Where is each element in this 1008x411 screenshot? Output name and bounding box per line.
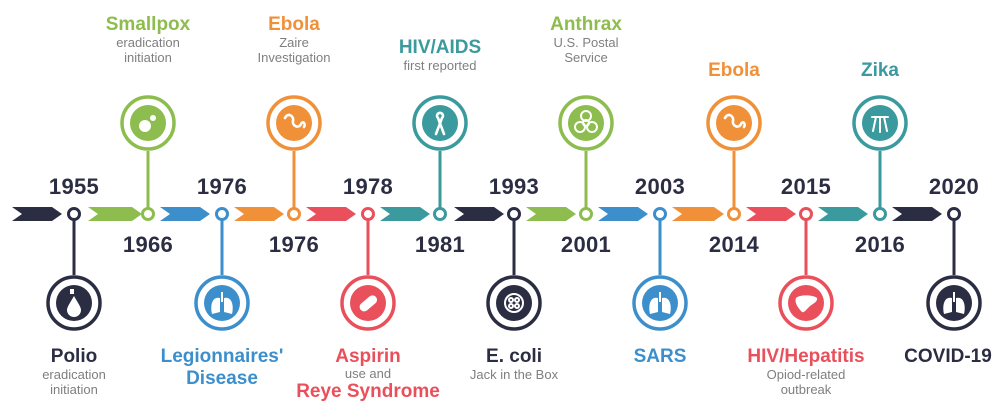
pin-polio [46, 207, 102, 331]
event-label-ebola-2014: Ebola [708, 60, 760, 81]
event-detail-smallpox-2: initiation [124, 50, 172, 65]
pill-icon [359, 295, 378, 312]
year-label-1993: 1993 [488, 174, 540, 199]
timeline-segment [818, 207, 868, 221]
event-label-zika: Zika [861, 60, 899, 81]
event-title-ebola-zaire: Ebola [268, 14, 320, 35]
event-label-ebola-zaire: Ebola Zaire Investigation [258, 14, 331, 65]
lungs-icon [649, 292, 671, 314]
event-title-covid: COVID-19 [904, 346, 992, 367]
event-title-hiv-aids: HIV/AIDS [398, 37, 482, 58]
timeline-segment [672, 207, 724, 221]
event-detail-hiv-aids: first reported [403, 58, 477, 73]
pin-anthrax [558, 95, 614, 221]
liver-icon [795, 295, 818, 313]
pin-covid [926, 207, 982, 331]
timeline-segment [598, 207, 648, 221]
pin-hiv-hepatitis [778, 207, 834, 331]
event-title-legionnaires-1: Legionnaires' [160, 346, 284, 367]
event-label-legionnaires: Legionnaires' Disease [161, 346, 284, 390]
mosquito-icon [871, 116, 889, 133]
pin-sars [632, 207, 688, 331]
year-label-1976-legionnaires: 1976 [196, 174, 248, 199]
ebola-virus-icon [283, 113, 306, 129]
event-title-sars: SARS [633, 346, 687, 367]
event-title-aspirin: Aspirin [335, 346, 401, 367]
event-detail-smallpox-1: eradication [116, 35, 180, 50]
timeline-segment [526, 207, 576, 221]
pin-ecoli [486, 207, 542, 331]
biohazard-icon [574, 110, 598, 133]
event-title-zika: Zika [860, 60, 900, 81]
event-title-legionnaires-2: Disease [186, 368, 258, 389]
event-title-smallpox: Smallpox [105, 14, 191, 35]
timeline-segment [12, 207, 62, 221]
year-label-2001: 2001 [560, 232, 612, 257]
lungs-icon [943, 292, 965, 314]
event-detail-anthrax-2: Service [564, 50, 608, 65]
event-title-reye-syndrome: Reye Syndrome [296, 381, 440, 402]
drop-icon [67, 296, 81, 317]
pin-hiv-aids [412, 95, 468, 221]
event-label-covid: COVID-19 [904, 346, 992, 367]
year-label-1976-ebola: 1976 [268, 232, 320, 257]
year-label-1955: 1955 [48, 174, 100, 199]
year-label-2015: 2015 [780, 174, 832, 199]
event-label-ecoli: E. coli Jack in the Box [470, 346, 558, 382]
event-detail-hiv-hepatitis-2: outbreak [780, 382, 832, 397]
timeline-segment [380, 207, 430, 221]
timeline-segment [892, 207, 942, 221]
year-label-2003: 2003 [634, 174, 686, 199]
event-detail-hiv-hepatitis-1: Opiod-related [766, 367, 846, 382]
event-detail-ebola-zaire-2: Investigation [257, 50, 331, 65]
event-detail-anthrax-1: U.S. Postal [553, 35, 619, 50]
event-label-polio: Polio eradication initiation [42, 346, 106, 397]
year-label-2016: 2016 [854, 232, 906, 257]
year-label-1966: 1966 [122, 232, 174, 257]
event-label-hiv-aids: HIV/AIDS first reported [399, 37, 481, 73]
year-label-1978: 1978 [342, 174, 394, 199]
year-label-1981: 1981 [414, 232, 466, 257]
timeline-segment [234, 207, 284, 221]
timeline-segment [88, 207, 142, 221]
bacteria-icon [504, 293, 524, 313]
event-label-anthrax: Anthrax U.S. Postal Service [550, 14, 622, 65]
event-detail-polio-2: initiation [50, 382, 98, 397]
event-title-ecoli: E. coli [486, 346, 542, 367]
year-label-2014: 2014 [708, 232, 760, 257]
smallpox-virus-icon [139, 115, 156, 132]
event-title-ebola-2014: Ebola [708, 60, 760, 81]
event-detail-aspirin: use and [344, 366, 392, 381]
event-detail-ebola-zaire-1: Zaire [279, 35, 309, 50]
event-detail-ecoli: Jack in the Box [469, 367, 559, 382]
event-title-polio: Polio [50, 346, 98, 367]
timeline-segment [160, 207, 210, 221]
timeline-segment [306, 207, 356, 221]
ebola-virus-icon [723, 113, 746, 129]
year-label-2020: 2020 [928, 174, 980, 199]
pin-aspirin [340, 207, 396, 331]
pin-ebola-zaire [266, 95, 322, 221]
pin-ebola-2014 [706, 95, 762, 221]
event-label-aspirin: Aspirin use and Reye Syndrome [296, 346, 440, 402]
lungs-icon [211, 292, 233, 314]
pin-legionnaires [194, 207, 250, 331]
pin-zika [852, 95, 908, 221]
awareness-ribbon-icon [434, 111, 446, 136]
timeline-segment [454, 207, 504, 221]
timeline-segment [746, 207, 796, 221]
event-label-smallpox: Smallpox eradication initiation [106, 14, 190, 65]
event-detail-polio-1: eradication [42, 367, 106, 382]
event-label-sars: SARS [634, 346, 687, 367]
event-title-hiv-hepatitis: HIV/Hepatitis [747, 346, 865, 367]
event-label-hiv-hepatitis: HIV/Hepatitis Opiod-related outbreak [747, 346, 864, 397]
event-title-anthrax: Anthrax [550, 14, 622, 35]
timeline-arrow-track [12, 207, 942, 221]
pin-smallpox [120, 95, 176, 221]
